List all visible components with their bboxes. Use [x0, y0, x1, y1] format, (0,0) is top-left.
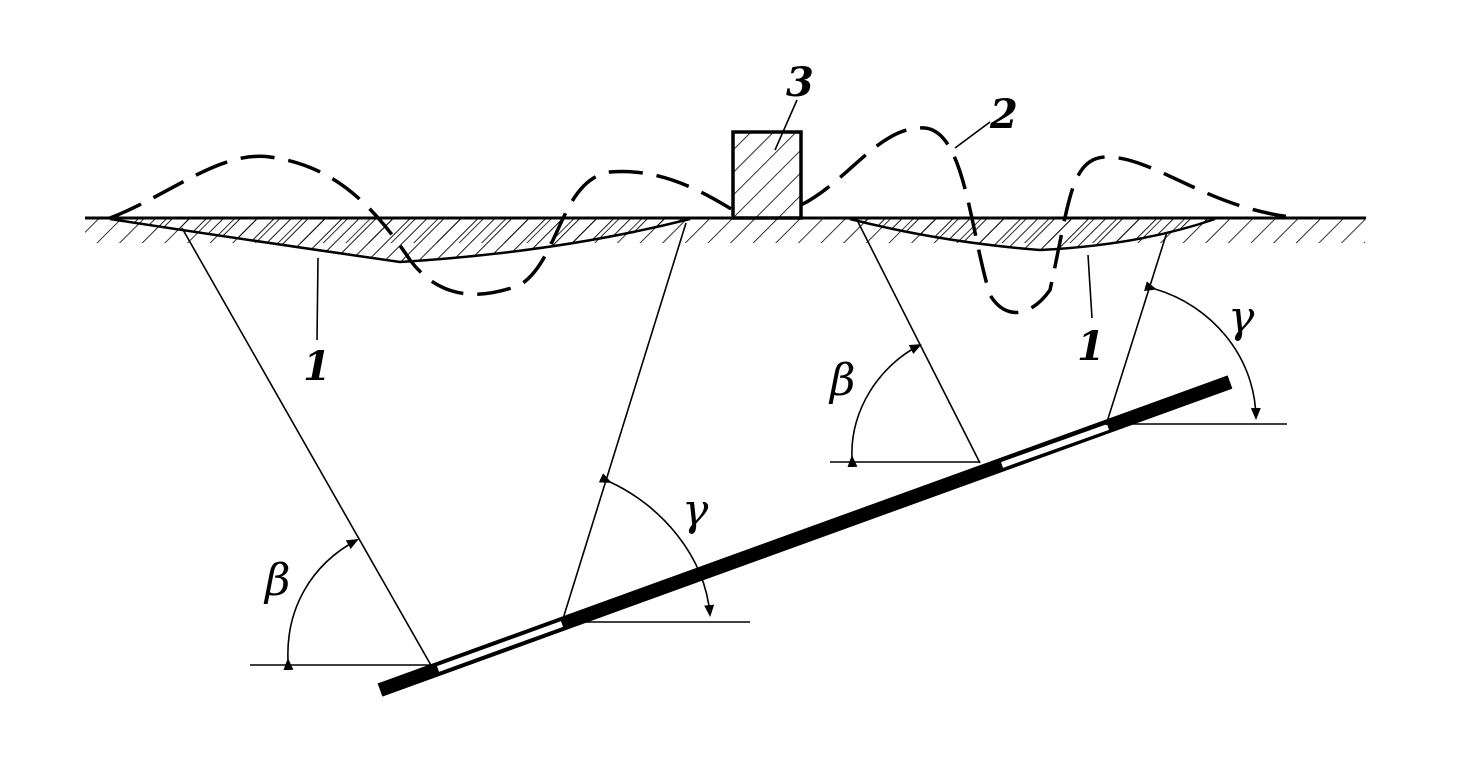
angle-arc-left-gamma: [598, 473, 715, 617]
label-ground-wave: 2: [989, 91, 1018, 138]
subsidence-trough-left: [110, 219, 690, 262]
ray-left-gamma: [561, 222, 687, 623]
leader-structure: [774, 99, 798, 151]
ray-right-beta: [857, 221, 981, 464]
leader-ground-wave: [954, 121, 991, 149]
label-gamma-right: γ: [1228, 292, 1255, 343]
label-beta-right: β: [828, 355, 855, 406]
subsidence-trough-left-line: [109, 217, 691, 264]
angle-arc-left-beta: [283, 539, 359, 671]
label-beta-left: β: [263, 555, 290, 606]
ray-left-beta: [181, 227, 433, 668]
angle-arc-right-beta: [847, 344, 922, 468]
subsidence-trough-right: [850, 219, 1215, 250]
angle-arc-right-gamma: [1144, 281, 1261, 420]
ray-right-gamma: [1105, 231, 1168, 426]
ground-wave-dashed: [109, 126, 1301, 315]
coal-seam: [377, 375, 1233, 697]
label-trough-right: 1: [1077, 323, 1105, 370]
structure-block: [731, 130, 803, 220]
label-gamma-left: γ: [682, 485, 709, 536]
leader-trough-right: [1087, 254, 1093, 319]
label-trough-left: 1: [303, 343, 331, 390]
label-structure: 3: [786, 59, 814, 106]
leader-trough-left: [316, 257, 319, 341]
